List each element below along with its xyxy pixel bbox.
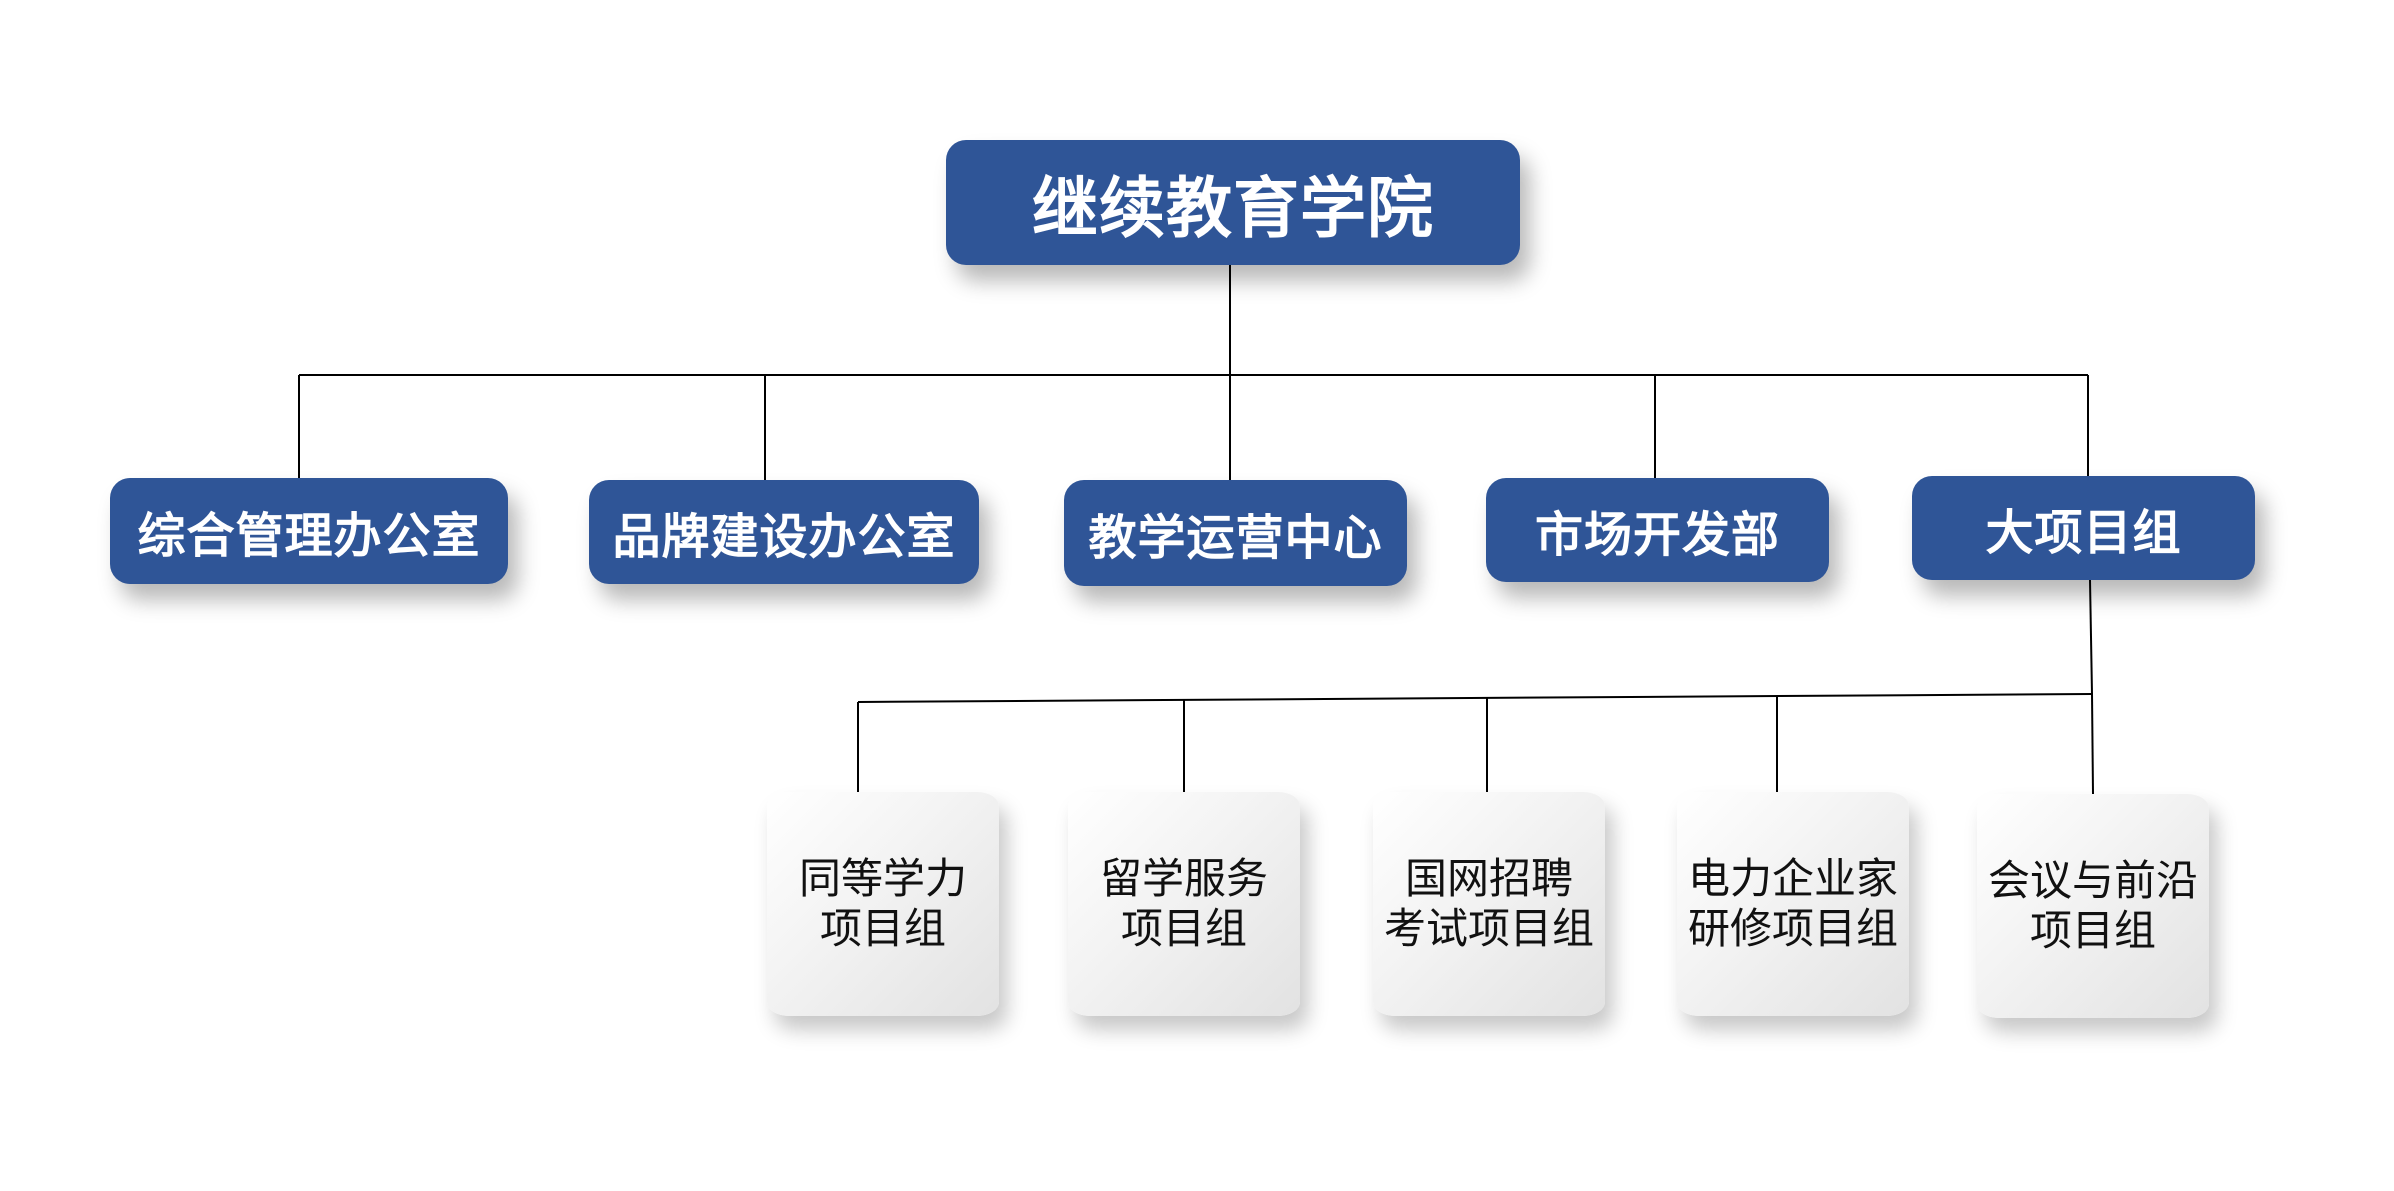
connector-level2-trunk	[857, 693, 2093, 703]
department-node-teaching-center: 教学运营中心	[1064, 480, 1407, 586]
department-node-marketing-dept: 市场开发部	[1486, 478, 1829, 582]
project-group-label-line: 电力企业家	[1687, 854, 1898, 903]
department-node-brand-office: 品牌建设办公室	[589, 480, 979, 584]
connector-drop-conference-frontier	[2091, 693, 2094, 795]
root-node-college: 继续教育学院	[946, 140, 1520, 265]
project-group-label-line: 研修项目组	[1687, 904, 1898, 953]
project-group-node-conference-frontier: 会议与前沿 项目组	[1977, 794, 2209, 1018]
project-group-label-line: 项目组	[819, 904, 946, 953]
department-label: 综合管理办公室	[137, 508, 481, 564]
project-group-node-study-abroad: 留学服务 项目组	[1068, 792, 1300, 1016]
project-group-label-line: 留学服务	[1099, 854, 1268, 903]
project-group-label-line: 同等学力	[798, 854, 967, 903]
department-label: 教学运营中心	[1088, 510, 1383, 566]
department-label: 品牌建设办公室	[612, 509, 956, 565]
connector-major-projects-stem	[2089, 579, 2093, 695]
project-group-label-line: 项目组	[1120, 904, 1247, 953]
department-label: 大项目组	[1985, 505, 2182, 561]
department-node-general-office: 综合管理办公室	[110, 478, 508, 584]
project-group-label-line: 考试项目组	[1383, 904, 1594, 953]
project-group-label-line: 国网招聘	[1404, 854, 1573, 903]
project-group-label-line: 会议与前沿	[1987, 856, 2198, 905]
department-node-major-projects: 大项目组	[1912, 476, 2255, 580]
project-group-node-equivalent-degree: 同等学力 项目组	[767, 792, 999, 1016]
department-label: 市场开发部	[1534, 507, 1780, 563]
project-group-node-power-entrepreneur: 电力企业家 研修项目组	[1677, 792, 1909, 1016]
project-group-node-state-grid-exam: 国网招聘 考试项目组	[1373, 792, 1605, 1016]
project-group-label-line: 项目组	[2029, 906, 2156, 955]
root-node-label: 继续教育学院	[1032, 169, 1434, 247]
